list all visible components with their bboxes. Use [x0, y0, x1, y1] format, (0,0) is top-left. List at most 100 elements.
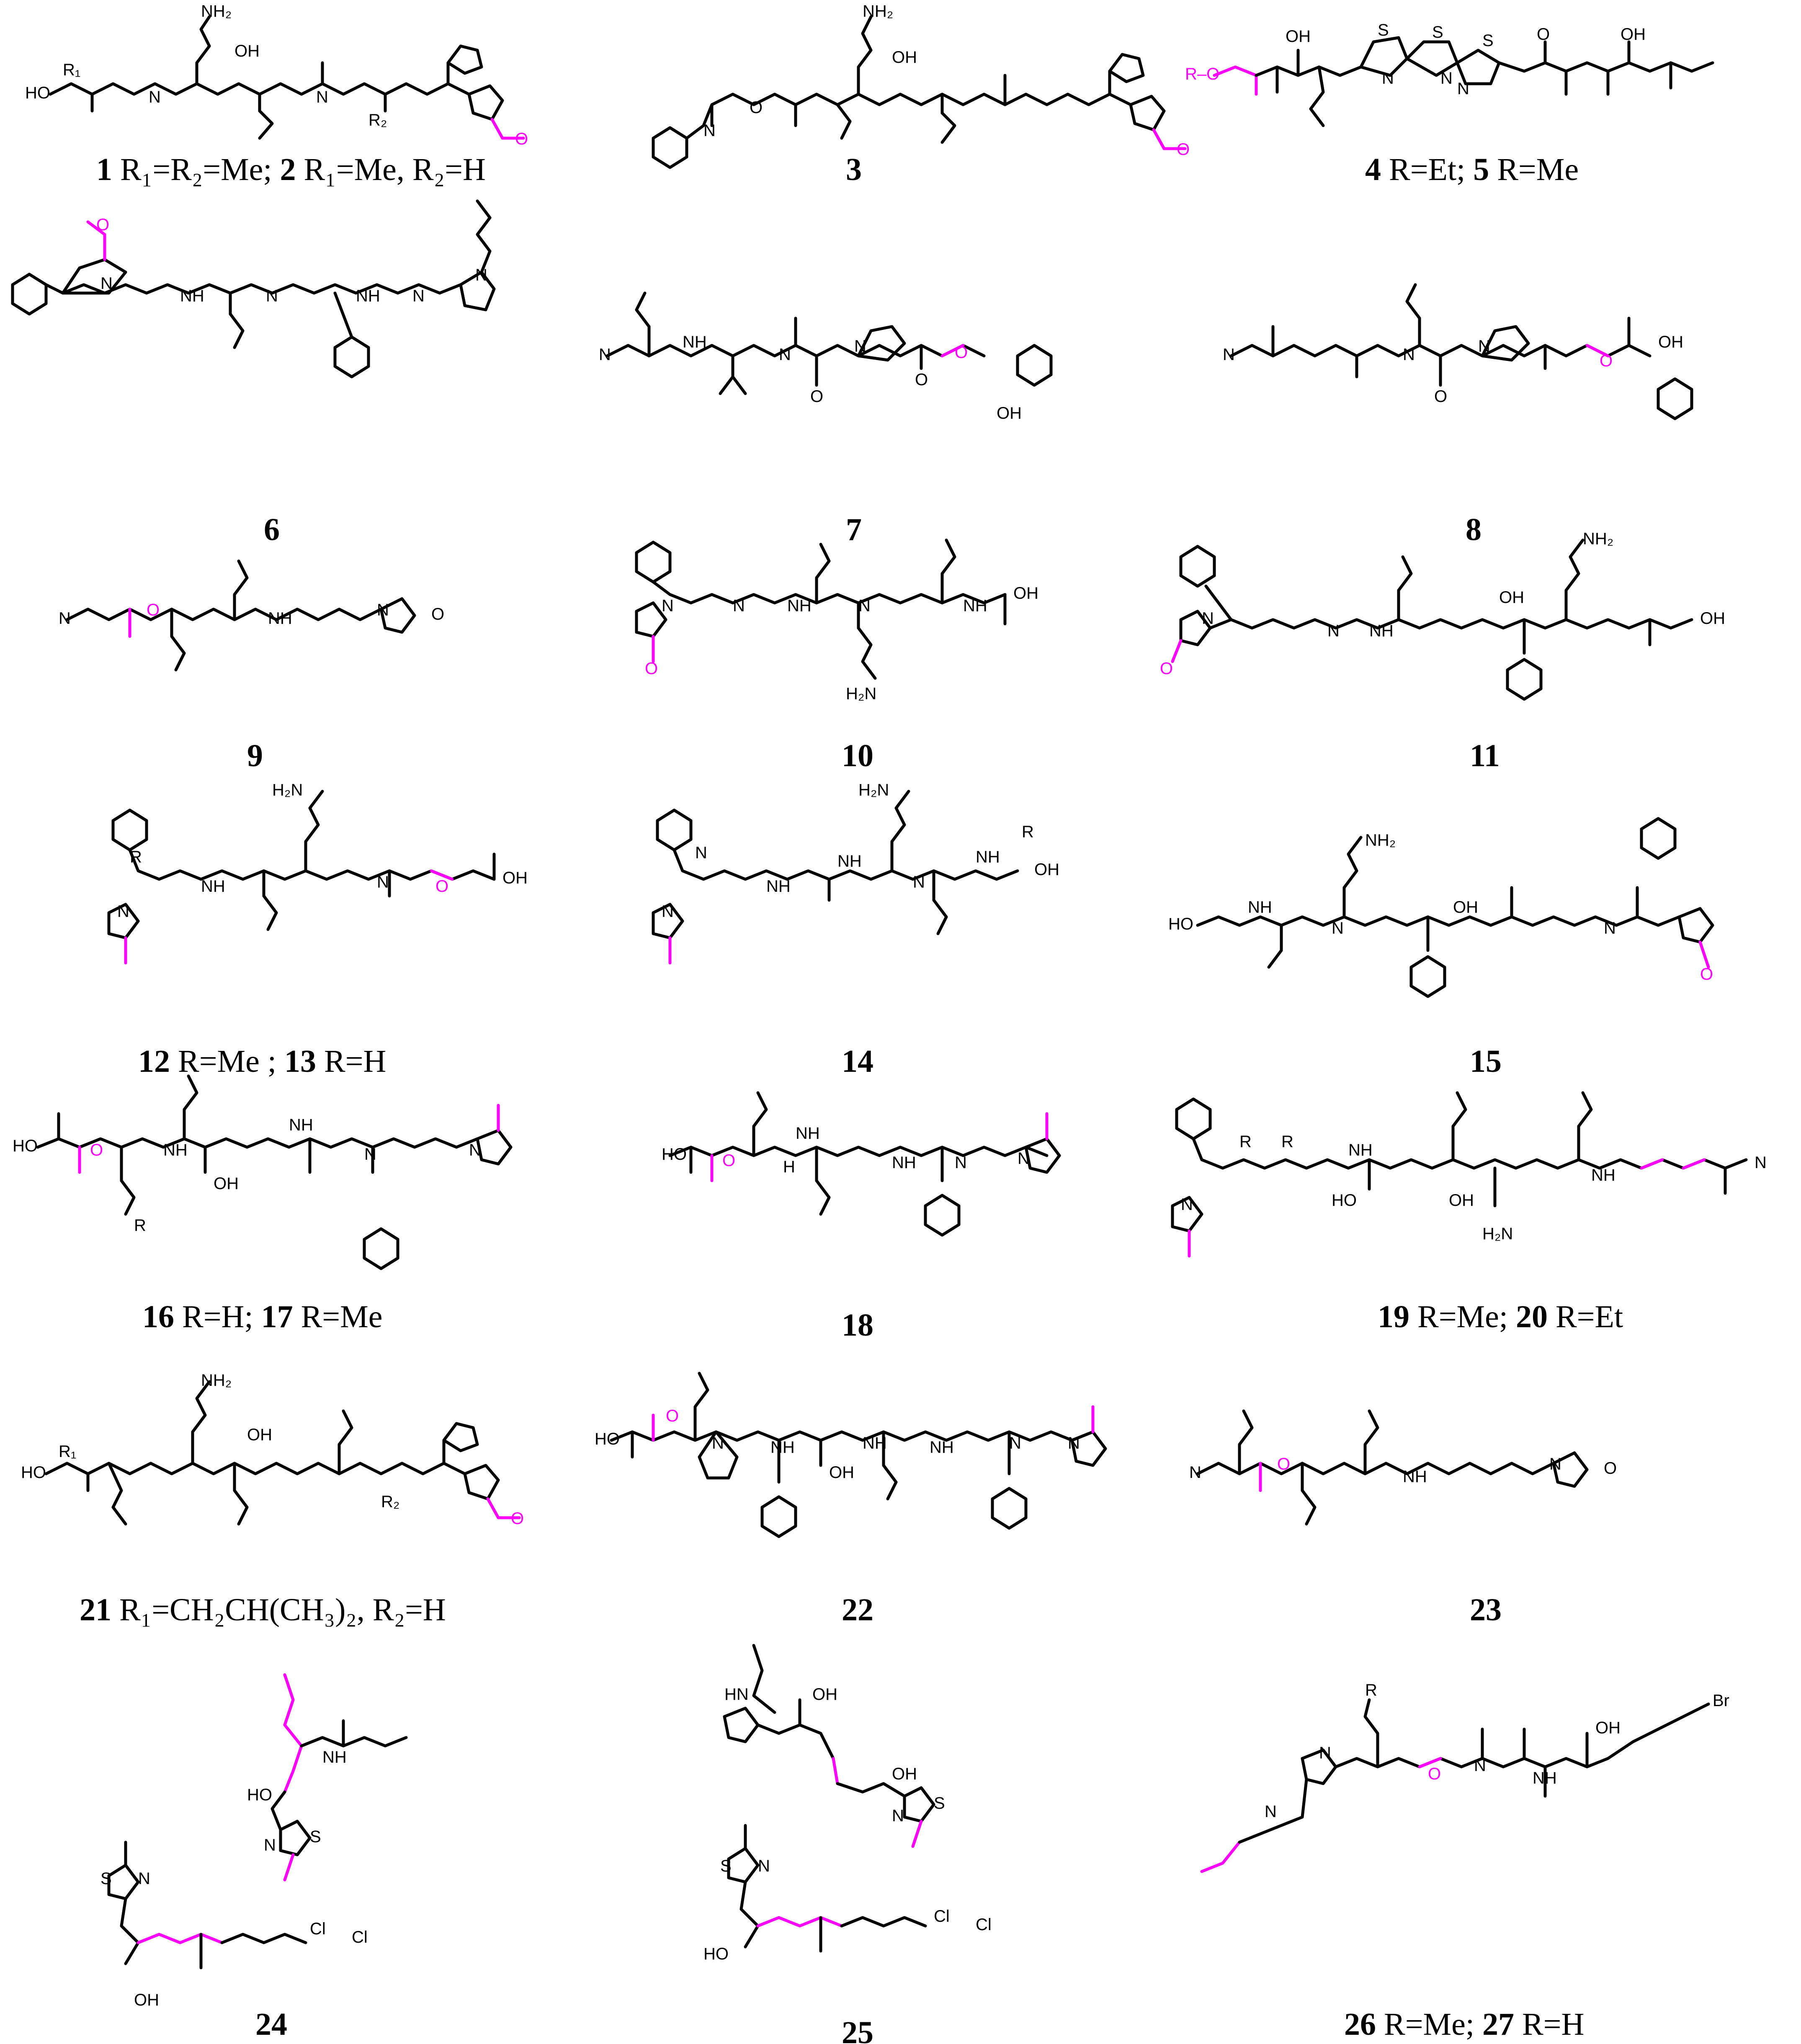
atom-n: N: [913, 873, 925, 891]
atom-n: N: [1478, 337, 1490, 355]
atom-oh: OH: [892, 1765, 917, 1783]
atom-r1: R₁: [59, 1442, 76, 1461]
atom-n: N: [1327, 622, 1340, 640]
atom-n: N: [1202, 609, 1214, 628]
atom-n: N: [316, 88, 328, 106]
atom-r: R: [1281, 1133, 1293, 1151]
atom-o: O: [431, 605, 444, 623]
atom-oh: OH: [829, 1463, 854, 1482]
structure-23: N O NH N O: [1189, 1409, 1617, 1526]
atom-r2: R₂: [381, 1493, 399, 1511]
atom-n: N: [469, 1141, 481, 1159]
atom-nh: NH: [289, 1116, 313, 1134]
atom-cl: Cl: [934, 1907, 950, 1926]
atom-nh: NH: [180, 287, 204, 305]
atom-n: N: [758, 1857, 770, 1875]
atom-n: N: [1009, 1434, 1021, 1452]
compound-caption-4-5: 4 R=Et; 5 R=Me: [1365, 152, 1579, 187]
atom-n: N: [662, 902, 674, 921]
atom-oh: OH: [1286, 27, 1311, 46]
atom-n: N: [1549, 1455, 1561, 1473]
atom-hn: HN: [724, 1685, 749, 1704]
atom-oh: OH: [247, 1426, 272, 1444]
atom-nh: NH: [1348, 1141, 1373, 1159]
atom-h2n: H₂N: [1482, 1225, 1513, 1243]
atom-n: N: [1319, 1744, 1331, 1762]
atom-nh: NH: [1591, 1166, 1615, 1184]
atom-oh: OH: [1453, 898, 1478, 916]
atom-s: S: [1482, 31, 1494, 50]
atom-n: N: [377, 873, 389, 891]
atom-n: N: [412, 287, 425, 305]
atom-r1: R₁: [63, 61, 80, 79]
atom-n: N: [59, 609, 71, 628]
atom-n: N: [703, 121, 716, 140]
atom-nh: NH: [683, 333, 707, 351]
atom-ho: HO: [703, 1945, 729, 1963]
atom-ester-o: O: [722, 1151, 735, 1170]
atom-nh: NH: [201, 877, 225, 896]
compound-caption-12-13: 12 R=Me ; 13 R=H: [138, 1044, 386, 1079]
atom-n: N: [1755, 1153, 1767, 1172]
atom-oh: OH: [1700, 609, 1725, 628]
compound-caption-7: 7: [846, 512, 862, 547]
atom-s: S: [310, 1828, 321, 1846]
atom-oh: OH: [1034, 860, 1059, 879]
atom-h2n: H₂N: [858, 781, 889, 799]
atom-ho: HO: [25, 84, 50, 102]
atom-ho: HO: [13, 1137, 38, 1155]
atom-ester-o: O: [515, 130, 528, 148]
compound-caption-16-17: 16 R=H; 17 R=Me: [142, 1299, 382, 1334]
atom-ester-o: O: [90, 1141, 103, 1159]
atom-s: S: [100, 1869, 112, 1888]
atom-n: N: [1457, 80, 1469, 98]
structure-25: HN OH OH S N S N HO Cl Cl: [703, 1644, 992, 1963]
atom-nh: NH: [356, 287, 380, 305]
atom-n: N: [266, 287, 278, 305]
atom-s: S: [1432, 23, 1443, 41]
atom-ester-o: O: [666, 1407, 679, 1425]
structure-8: N N N O O OH: [1223, 283, 1693, 420]
atom-nh2: NH₂: [201, 2, 232, 21]
atom-h2n: H₂N: [272, 781, 303, 799]
atom-h2n: H₂N: [846, 685, 876, 703]
atom-ho: HO: [21, 1463, 46, 1482]
atom-ester-o: O: [96, 216, 109, 234]
atom-ester-o: O: [511, 1509, 524, 1528]
atom-ester-o: O: [1160, 659, 1173, 678]
atom-n: N: [1440, 69, 1453, 88]
structure-16-17: HO O NH OH NH N N R: [13, 1074, 513, 1270]
atom-n: N: [1265, 1802, 1277, 1821]
atom-r: R: [1022, 823, 1034, 841]
atom-nh: NH: [163, 1141, 188, 1159]
compound-caption-8: 8: [1466, 512, 1482, 547]
atom-o: O: [915, 371, 928, 389]
atom-n: N: [1068, 1434, 1080, 1452]
structure-9: N O NH N O: [59, 559, 444, 672]
structure-24: S N N S HO NH OH Cl Cl: [100, 1673, 408, 2009]
atom-o: O: [750, 98, 763, 117]
compound-caption-21: 21 R₁=CH₂CH(CH₃)₂, R₂=H: [80, 1592, 446, 1627]
atom-nh: NH: [322, 1748, 347, 1766]
compound-caption-6: 6: [264, 512, 280, 547]
atom-nh: NH: [1369, 622, 1394, 640]
atom-cl: Cl: [352, 1928, 368, 1946]
structure-1-2: O N N OH R₁ R₂ NH₂ HO: [25, 2, 528, 148]
atom-oh: OH: [234, 42, 260, 60]
atom-n: N: [854, 337, 866, 355]
atom-n: N: [1403, 345, 1415, 364]
atom-nh: NH: [837, 852, 862, 870]
structure-19-20: R R N NH HO OH H₂N NH N: [1171, 1091, 1767, 1258]
structure-4-5: R–O OH S S S N N N O OH: [1185, 21, 1714, 127]
atom-nh: NH: [976, 848, 1000, 866]
structure-3: O N O OH NH₂: [652, 2, 1190, 169]
compound-caption-24: 24: [255, 2007, 287, 2042]
compound-caption-3: 3: [846, 152, 862, 187]
compound-caption-1-2: 1 R₁=R₂=Me; 2 R₁=Me, R₂=H: [96, 152, 486, 187]
atom-n: N: [858, 597, 871, 615]
atom-oh: OH: [214, 1174, 239, 1193]
atom-oh: OH: [997, 404, 1022, 422]
structure-6: N N N N NH NH O: [11, 199, 496, 378]
atom-n: N: [892, 1807, 904, 1825]
compound-caption-23: 23: [1470, 1592, 1502, 1627]
